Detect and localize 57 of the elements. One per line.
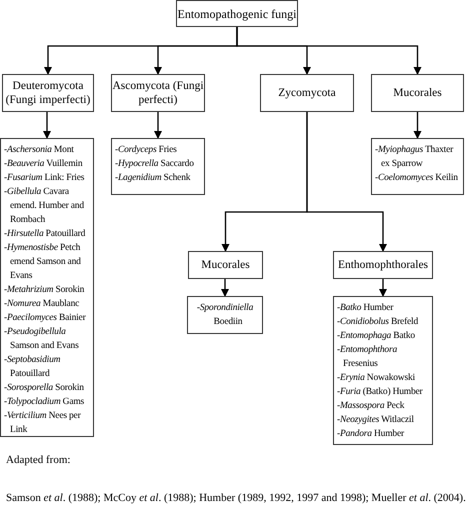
genus-entry: -Hirsutella Patouillard: [4, 228, 86, 241]
genus-entry: -Pandora Humber: [337, 428, 406, 441]
genus-entry: -Gibellula Cavara emend. Humber and Rombach: [4, 186, 85, 227]
genus-entry: -Nomurea Maublanc: [4, 298, 80, 311]
taxon-box: [2, 74, 94, 112]
taxon-name: Zycomycota: [278, 86, 336, 100]
genus-entry: -Coelomomyces Keilin: [375, 172, 459, 185]
taxon-box: [371, 74, 464, 112]
genus-entry: -Myiophagus Thaxter ex Sparrow: [375, 144, 454, 171]
arrow: [236, 27, 422, 75]
genus-entry: -Neozygites Witlaczil: [337, 414, 415, 427]
genus-list-box: [0, 138, 94, 437]
taxon-box: [260, 74, 354, 112]
genus-list-box: [371, 138, 464, 195]
citation-text: Samson et al. (1988); McCoy et al. (1988); Humber (1989, 1992, 1997 and 1998); Mueller et al. (2004).: [6, 491, 466, 506]
genus-entry: -Aschersonia Mont: [4, 144, 75, 157]
genus-entry: -Sporondiniella Boediin: [196, 302, 254, 329]
taxon-box: [111, 74, 205, 112]
genus-entry: -Entomophaga Batko: [337, 330, 416, 343]
genus-entry: -Lagenidium Schenk: [115, 172, 192, 185]
genus-list-box: [111, 138, 205, 195]
genus-entry: -Verticilium Nees per Link: [4, 410, 82, 437]
arrow: [379, 279, 387, 297]
arrow: [414, 112, 422, 139]
genus-entry: -Pseudogibellula Samson and Evans: [4, 326, 80, 353]
genus-list-box: [333, 296, 433, 445]
genus-entry: -Septobasidium Patouillard: [4, 354, 62, 381]
genus-entry: -Furia (Batko) Humber: [337, 386, 424, 399]
genus-entry: -Beauveria Vuillemin: [4, 158, 84, 171]
taxon-name: Entomopathogenic fungi: [178, 6, 296, 20]
source-heading: Adapted from:: [6, 453, 70, 468]
taxon-name: Ascomycota (Fungi perfecti): [112, 79, 204, 107]
taxon-box: [176, 0, 298, 27]
genus-entry: -Tolypocladium Gams: [4, 396, 86, 409]
genus-entry: -Erynia Nowakowski: [337, 372, 416, 385]
taxon-name: Mucorales: [393, 86, 442, 100]
genus-entry: -Entomophthora Fresenius: [337, 344, 398, 371]
taxon-box: [188, 251, 263, 279]
taxon-name: Mucorales: [201, 258, 250, 272]
arrow: [154, 112, 162, 139]
genus-entry: -Hymenostisbe Petch emend Samson and Evans: [4, 242, 82, 283]
genus-entry: -Fusarium Link: Fries: [4, 172, 86, 185]
taxon-name: Enthomophthorales: [338, 258, 428, 272]
taxon-box: [333, 251, 433, 279]
genus-entry: -Batko Humber: [337, 302, 394, 315]
genus-entry: -Sorosporella Sorokin: [4, 382, 85, 395]
arrow: [306, 112, 387, 252]
taxon-name: Deuteromycota (Fungi imperfecti): [4, 79, 92, 107]
arrow: [43, 112, 51, 139]
arrow: [221, 279, 229, 297]
genus-entry: -Cordyceps Fries: [115, 144, 178, 157]
genus-entry: -Massospora Peck: [337, 400, 406, 413]
genus-entry: -Metahrizium Sorokin: [4, 284, 86, 297]
genus-entry: -Conidiobolus Brefeld: [337, 316, 420, 329]
genus-entry: -Paecilomyces Bainier: [4, 312, 87, 325]
genus-entry: -Hypocrella Saccardo: [115, 158, 195, 171]
genus-list-box: [187, 296, 263, 334]
